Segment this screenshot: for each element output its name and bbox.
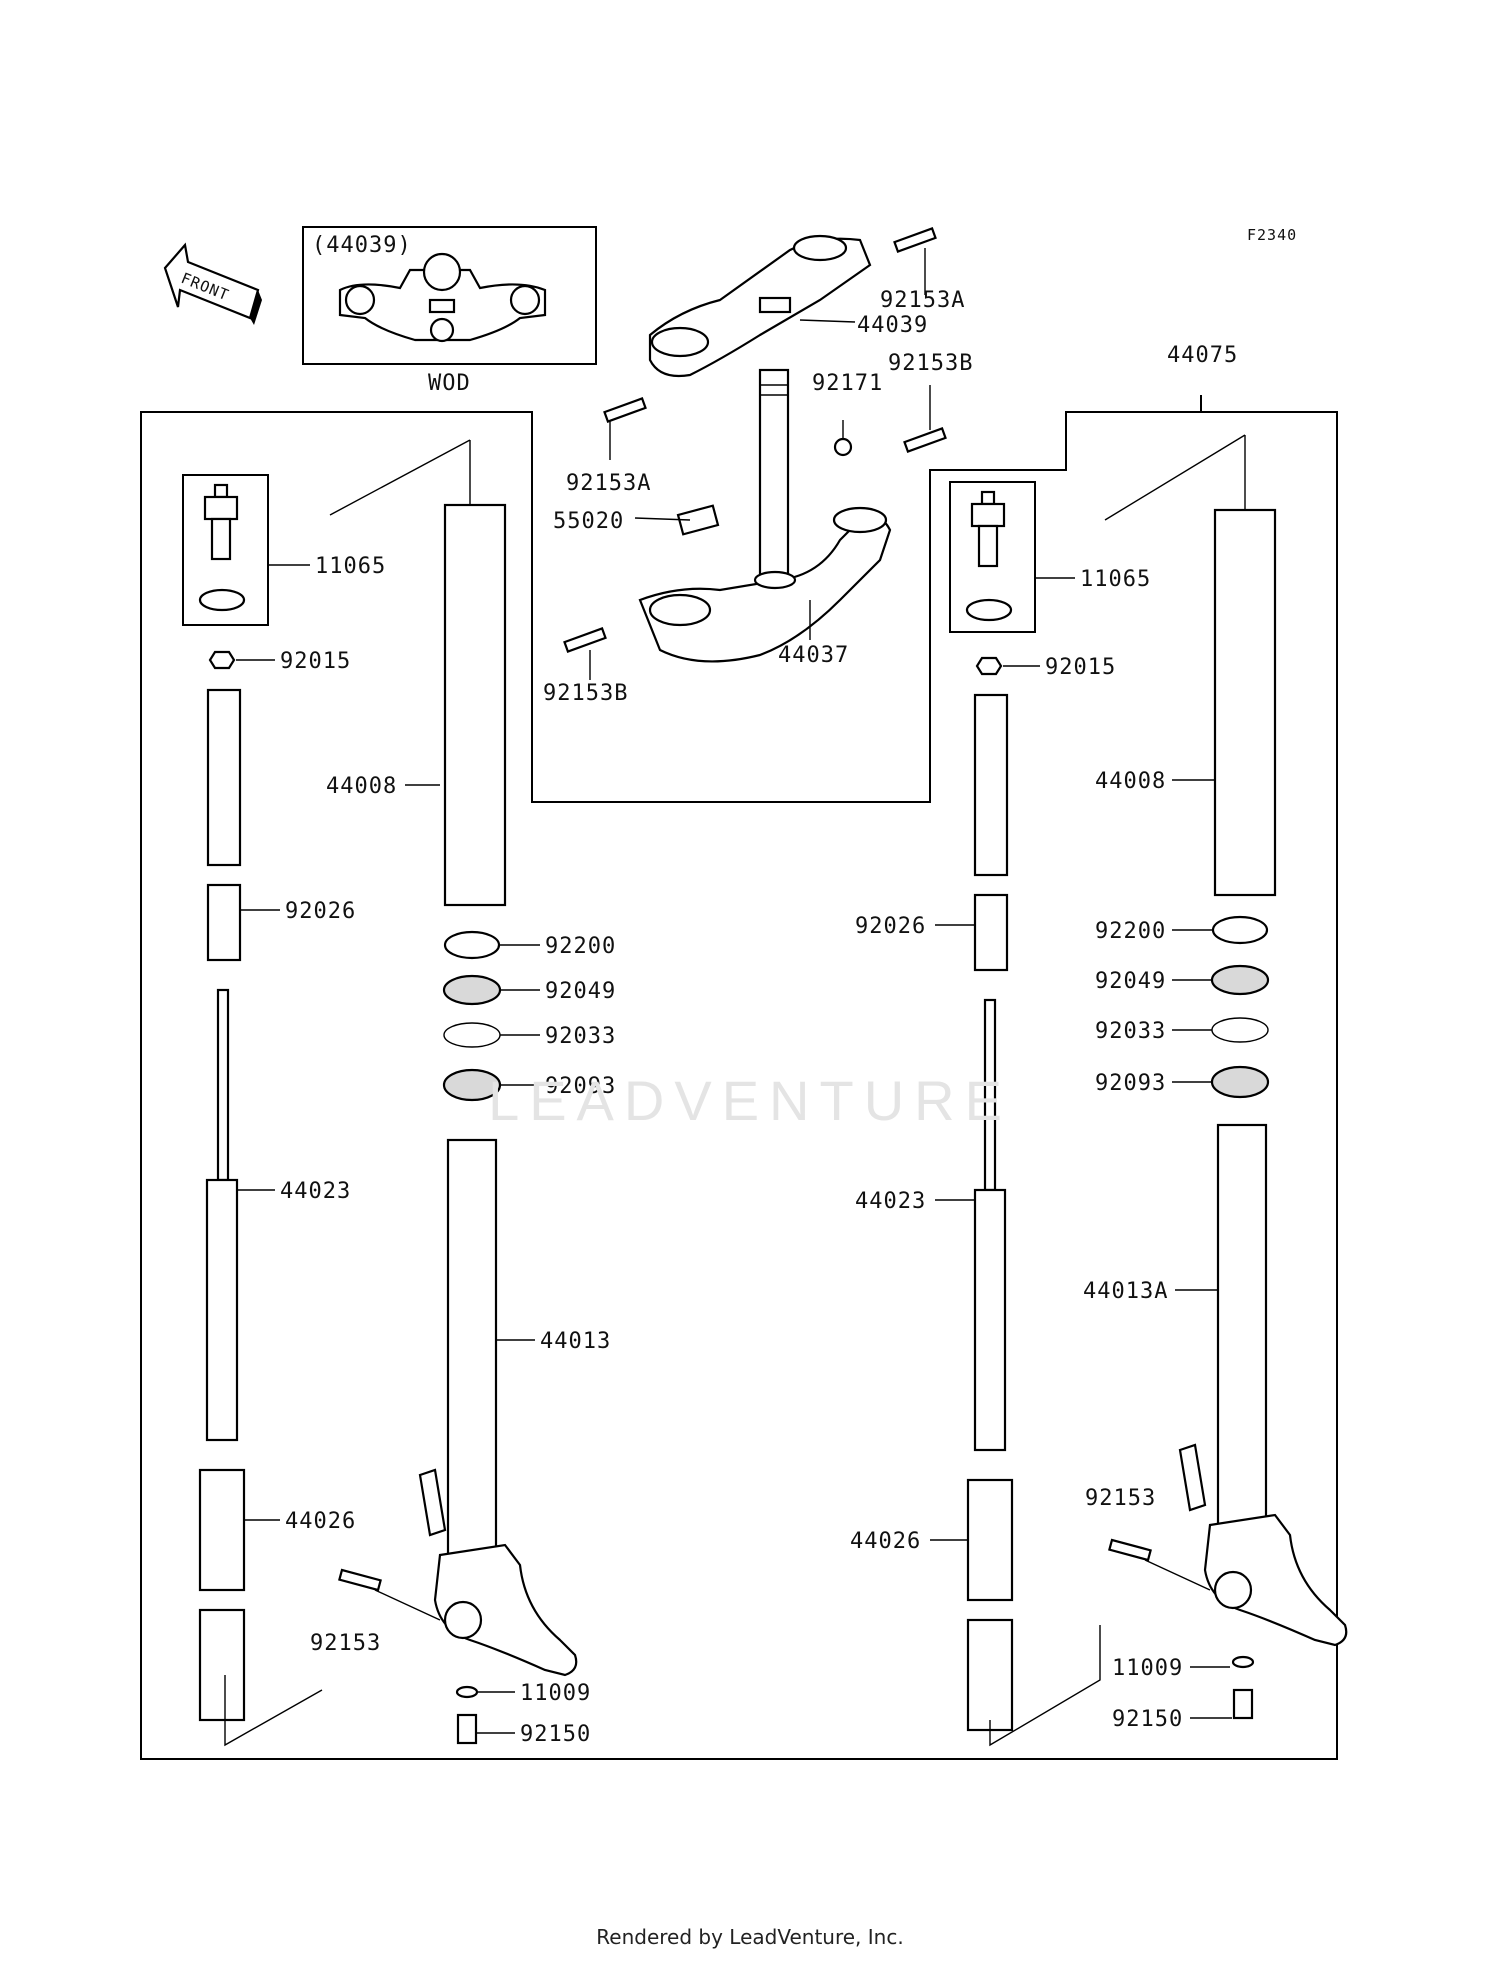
left-bolt-92153 <box>338 1568 382 1592</box>
right-bolt-92150 <box>1232 1688 1254 1720</box>
left-cap-bolt <box>198 483 246 612</box>
steering-stem <box>758 368 790 582</box>
callout-92153A-left: 92153A <box>566 471 651 496</box>
right-washer-11009 <box>1231 1655 1255 1669</box>
left-washer-11009 <box>455 1685 479 1699</box>
left-label-92026: 92026 <box>285 899 356 924</box>
left-label-92015: 92015 <box>280 649 351 674</box>
right-label-11065: 11065 <box>1080 567 1151 592</box>
right-label-92026: 92026 <box>855 914 926 939</box>
assembly-outline <box>140 411 1338 1760</box>
right-bolt-92153 <box>1108 1538 1152 1562</box>
right-outer-tube <box>1213 508 1277 897</box>
callout-44037: 44037 <box>778 643 849 668</box>
left-label-11065: 11065 <box>315 554 386 579</box>
right-dust-seal-92093 <box>1210 1065 1270 1099</box>
right-label-44013A: 44013A <box>1083 1279 1168 1304</box>
right-label-92150: 92150 <box>1112 1707 1183 1732</box>
left-damper-rod <box>216 988 230 1182</box>
left-bolt-92150 <box>456 1713 478 1745</box>
left-spring-bracket <box>224 1675 323 1747</box>
right-spring <box>966 1478 1014 1732</box>
inset-title: (44039) <box>312 233 412 258</box>
right-ring-92200 <box>1211 915 1269 945</box>
right-label-44008: 44008 <box>1095 769 1166 794</box>
callout-92171: 92171 <box>812 371 883 396</box>
left-cartridge <box>205 1178 239 1442</box>
left-seal-92049 <box>442 974 502 1006</box>
right-label-92015: 92015 <box>1045 655 1116 680</box>
right-label-92153: 92153 <box>1085 1486 1156 1511</box>
right-11065-box <box>949 481 1036 633</box>
right-label-92033: 92033 <box>1095 1019 1166 1044</box>
left-spacer-tube <box>206 688 242 867</box>
right-cartridge <box>973 1188 1007 1452</box>
left-label-92150: 92150 <box>520 1722 591 1747</box>
bolts-steering <box>563 227 947 653</box>
right-label-11009: 11009 <box>1112 1656 1183 1681</box>
left-label-44026: 44026 <box>285 1509 356 1534</box>
left-ring-92200 <box>443 930 501 960</box>
left-inner-tube <box>446 1138 498 1562</box>
left-nut <box>208 650 236 670</box>
right-spacer-tube <box>973 693 1009 877</box>
callout-55020: 55020 <box>553 509 624 534</box>
assembly-label: 44075 <box>1167 343 1238 368</box>
inset-44039: (44039) WOD <box>302 226 597 396</box>
upper-triple-clamp <box>648 234 872 378</box>
right-seal-92049 <box>1210 964 1270 996</box>
front-arrow-icon: FRONT <box>163 242 262 325</box>
right-cap-bolt <box>965 490 1013 622</box>
left-label-11009: 11009 <box>520 1681 591 1706</box>
diagram-code: F2340 <box>1247 226 1297 244</box>
left-label-92200: 92200 <box>545 934 616 959</box>
left-collar <box>206 883 242 962</box>
left-label-92153: 92153 <box>310 1631 381 1656</box>
left-label-92049: 92049 <box>545 979 616 1004</box>
left-outer-tube <box>443 503 507 907</box>
right-inner-tube <box>1216 1123 1268 1527</box>
footer-credit: Rendered by LeadVenture, Inc. <box>596 1925 904 1949</box>
right-nut <box>975 656 1003 676</box>
right-spring-bracket <box>989 1625 1101 1747</box>
lower-triple-clamp <box>638 506 892 663</box>
callout-44039: 44039 <box>857 313 928 338</box>
steering-leaders <box>589 248 931 680</box>
right-label-92200: 92200 <box>1095 919 1166 944</box>
right-label-92093: 92093 <box>1095 1071 1166 1096</box>
left-clip-92033 <box>443 1022 501 1048</box>
left-label-92033: 92033 <box>545 1024 616 1049</box>
callout-92153B-bottom: 92153B <box>543 681 628 706</box>
left-11065-box <box>182 474 269 626</box>
left-label-44013: 44013 <box>540 1329 611 1354</box>
right-collar <box>973 893 1009 972</box>
left-label-44008: 44008 <box>326 774 397 799</box>
callout-92153B-top: 92153B <box>888 351 973 376</box>
watermark: LEADVENTURE <box>488 1069 1012 1132</box>
callout-92153A-top: 92153A <box>880 288 965 313</box>
right-label-92049: 92049 <box>1095 969 1166 994</box>
left-label-92093: 92093 <box>545 1074 616 1099</box>
right-label-44026: 44026 <box>850 1529 921 1554</box>
left-label-44023: 44023 <box>280 1179 351 1204</box>
right-label-44023: 44023 <box>855 1189 926 1214</box>
inset-caption: WOD <box>428 371 471 396</box>
left-spring <box>198 1468 246 1722</box>
right-clip-92033 <box>1211 1017 1269 1043</box>
